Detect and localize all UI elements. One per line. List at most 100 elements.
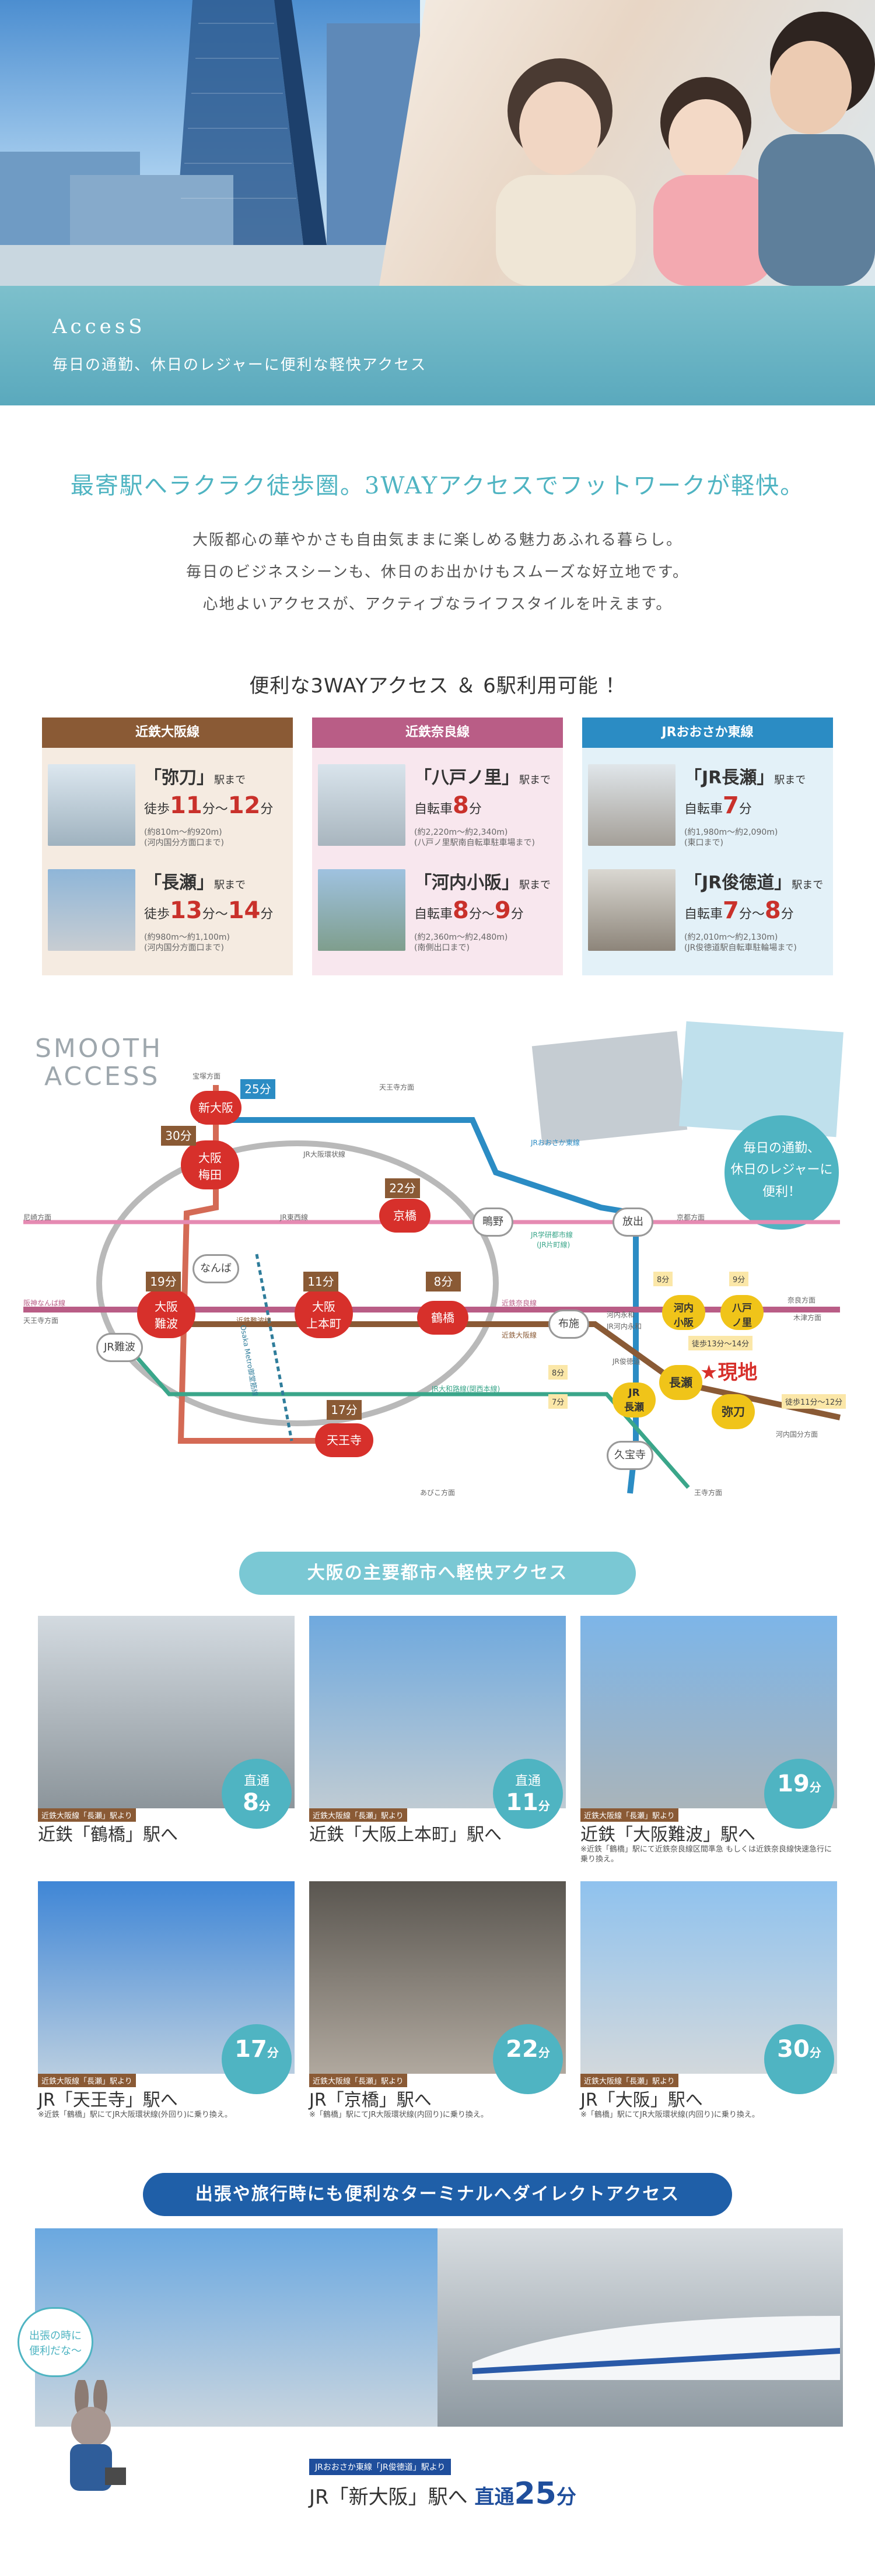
star-icon: ★ (700, 1361, 718, 1384)
direction-label: あびこ方面 (420, 1489, 456, 1497)
line-box-kintetsu-nara: 近鉄奈良線 「八戸ノ里」駅まで 自転車8分 (約2,220m～約2,340m)(… (312, 718, 563, 975)
station-note: (約2,220m～約2,340m)(八戸ノ里駅南自転車駐車場まで) (414, 828, 535, 848)
character-speech-bubble: 出張の時に便利だな～ (18, 2307, 93, 2377)
site-marker: ★現地 (700, 1361, 758, 1384)
hero-subtitle: 毎日の通勤、休日のレジャーに便利な軽快アクセス (52, 356, 427, 374)
destination-line: 近鉄大阪線「長瀬」駅より (38, 2074, 136, 2087)
destination-note: ※「鶴橋」駅にてJR大阪環状線(内回り)に乗り換え。 (580, 2110, 760, 2119)
station-photo (318, 869, 405, 951)
station-marker-osaka-umeda: 大阪梅田 (181, 1140, 239, 1189)
station-note: (約1,980m～約2,090m)(東口まで) (684, 828, 778, 848)
direction-label: 木津方面 (793, 1314, 822, 1322)
line-box-header: JRおおさか東線 (582, 718, 833, 748)
min-tag: 19分 (146, 1272, 181, 1292)
station-marker-nagase: 長瀬 (659, 1365, 702, 1400)
destination-name: JR「大阪」駅へ (580, 2090, 703, 2110)
bike-time-tag: 9分 (729, 1272, 749, 1286)
station-marker-shigino: 鴫野 (473, 1208, 513, 1237)
station-time: 自転車7分 (684, 792, 752, 819)
metro-line (255, 1254, 293, 1441)
station-note: (約2,360m～約2,480m)(南側出口まで) (414, 933, 508, 953)
line-label: 近鉄大阪線 (502, 1331, 537, 1339)
station-label: JR俊徳道 (612, 1357, 640, 1366)
three-way-heading: 便利な3WAYアクセス ＆ 6駅利用可能 ！ (249, 674, 626, 698)
min-tag: 22分 (385, 1178, 420, 1198)
destination-name: 近鉄「鶴橋」駅へ (38, 1825, 178, 1845)
line-box-kintetsu-osaka: 近鉄大阪線 「弥刀」駅まで 徒歩11分～12分 (約810m～約920m)(河内… (42, 718, 293, 975)
minutes-badge: 22分 (493, 2024, 563, 2094)
min-tag: 25分 (240, 1079, 275, 1099)
station-marker-uehommachi: 大阪上本町 (295, 1289, 353, 1338)
station-marker-shin-osaka: 新大阪 (190, 1091, 242, 1125)
direction-label: 宝塚方面 (192, 1072, 221, 1080)
min-tag: 30分 (161, 1126, 196, 1146)
station-marker-osaka-namba: 大阪難波 (137, 1289, 195, 1338)
station-note: (約810m～約920m)(河内国分方面口まで) (144, 828, 224, 848)
hero-title-band (0, 286, 875, 405)
station-marker-kawachi-kosaka: 河内小阪 (662, 1295, 705, 1330)
destination-name: 近鉄「大阪難波」駅へ (580, 1825, 755, 1845)
destination-name: JR「天王寺」駅へ (38, 2090, 178, 2110)
bike-time-tag: 7分 (548, 1394, 568, 1409)
map-bubble-text: 毎日の通勤、 (743, 1141, 820, 1156)
catch-copy: 最寄駅へラクラク徒歩圏。3WAYアクセスでフットワークが軽快。 (70, 473, 805, 499)
station-block: 「JR俊徳道」駅まで 自転車7分～8分 (約2,010m～約2,130m)(JR… (588, 863, 827, 965)
line-label: JR東西線 (280, 1213, 308, 1222)
destination-line: 近鉄大阪線「長瀬」駅より (309, 2074, 407, 2087)
station-name: 「JR長瀬」駅まで (684, 768, 806, 788)
station-note: (約980m～約1,100m)(河内国分方面口まで) (144, 933, 230, 953)
destination-line: 近鉄大阪線「長瀬」駅より (309, 1808, 407, 1822)
intro-line: 大阪都心の華やかさも自由気ままに楽しめる魅力あふれる暮らし。 (192, 531, 682, 549)
destination-card: 近鉄大阪線「長瀬」駅より JR「京橋」駅へ ※「鶴橋」駅にてJR大阪環状線(内回… (309, 1881, 566, 2119)
destination-line: 近鉄大阪線「長瀬」駅より (580, 2074, 678, 2087)
station-name: 「長瀬」駅まで (144, 873, 246, 893)
map-label: ACCESS (44, 1062, 160, 1091)
terminal-line: JRおおさか東線「JR俊徳道」駅より (309, 2459, 452, 2475)
destination-name: JR「京橋」駅へ (309, 2090, 432, 2110)
station-marker-kyobashi: 京橋 (379, 1199, 430, 1233)
station-marker-namba: なんば (192, 1254, 239, 1283)
destination-note: ※近鉄「鶴橋」駅にてJR大阪環状線(外回り)に乗り換え。 (38, 2110, 232, 2119)
destination-line: 近鉄大阪線「長瀬」駅より (38, 1808, 136, 1822)
rabbit-mascot (52, 2378, 128, 2497)
destination-card: 近鉄大阪線「長瀬」駅より JR「大阪」駅へ ※「鶴橋」駅にてJR大阪環状線(内回… (580, 1881, 837, 2119)
route-map: SMOOTH ACCESS 毎日の通勤、 休日のレジャーに 便利！ 新大阪 25… (23, 1021, 852, 1505)
line-box-header: 近鉄大阪線 (42, 718, 293, 748)
destination-note: ※近鉄「鶴橋」駅にて近鉄奈良線区間準急 もしくは近鉄奈良線快速急行に乗り換え。 (580, 1845, 832, 1864)
direction-label: 天王寺方面 (23, 1317, 59, 1325)
station-photo (588, 869, 676, 951)
station-marker-tsuruhashi: 鶴橋 (417, 1301, 468, 1335)
intro-line: 毎日のビジネスシーンも、休日のお出かけもスムーズな好立地です。 (186, 564, 690, 581)
min-tag: 8分 (426, 1272, 461, 1292)
min-tag: 11分 (303, 1272, 338, 1292)
map-speech-bubble (724, 1115, 839, 1230)
line-label: 近鉄奈良線 (502, 1299, 537, 1307)
station-marker-fuse: 布施 (548, 1310, 589, 1339)
station-marker-tennoji: 天王寺 (315, 1423, 373, 1457)
station-marker-jr-namba: JR難波 (96, 1333, 143, 1362)
line-label: (JR片町線) (537, 1241, 570, 1249)
map-photo (531, 1031, 688, 1145)
station-marker-kyuhoji: 久宝寺 (607, 1441, 653, 1470)
jr-loop-line (96, 1140, 499, 1426)
station-block: 「弥刀」駅まで 徒歩11分～12分 (約810m～約920m)(河内国分方面口ま… (48, 758, 287, 860)
direction-label: 京都方面 (677, 1213, 705, 1222)
station-label: 河内永和 (607, 1311, 635, 1319)
station-note: (約2,010m～約2,130m)(JR俊徳道駅自転車駐輪場まで) (684, 933, 797, 953)
intro-line: 心地よいアクセスが、アクティブなライフスタイルを叶えます。 (202, 596, 673, 613)
direction-label: 尼崎方面 (23, 1213, 52, 1222)
station-photo (588, 764, 676, 846)
line-box-header: 近鉄奈良線 (312, 718, 563, 748)
line-label: JRおおさか東線 (531, 1139, 580, 1147)
station-block: 「長瀬」駅まで 徒歩13分～14分 (約980m～約1,100m)(河内国分方面… (48, 863, 287, 965)
line-label: 近鉄難波線 (236, 1317, 272, 1325)
minutes-badge: 17分 (222, 2024, 292, 2094)
direction-label: 天王寺方面 (379, 1083, 415, 1091)
minutes-badge: 19分 (764, 1759, 834, 1829)
terminal-heading: 出張や旅行時にも便利なターミナルへダイレクトアクセス (143, 2173, 732, 2216)
direction-label: 王寺方面 (694, 1489, 723, 1497)
